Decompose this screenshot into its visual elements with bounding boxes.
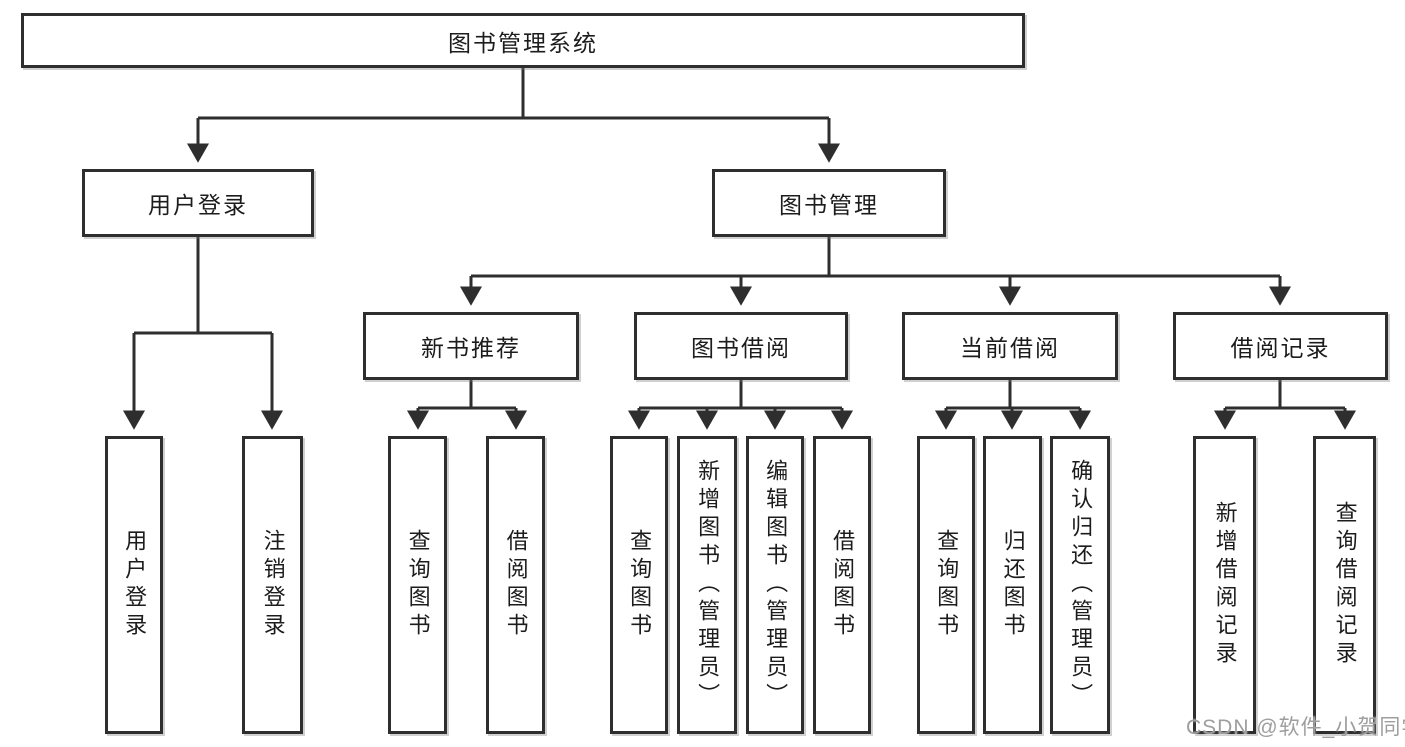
node-root-label: 图书管理系统: [448, 29, 598, 56]
node-book-borrow-label: 图书借阅: [691, 335, 791, 361]
node-new-book-recommend: 新书推荐: [363, 312, 579, 380]
leaf-confirm-return-admin: 确认归还（管理员）: [1050, 436, 1110, 734]
leaf-return-book: 归还图书: [983, 436, 1042, 734]
leaf-borrow-books-label: 借阅图书: [830, 529, 856, 641]
leaf-add-borrow-record-label: 新增借阅记录: [1212, 501, 1238, 669]
node-user-login: 用户登录: [82, 169, 314, 237]
leaf-logout-label: 注销登录: [260, 529, 286, 641]
leaf-add-borrow-record: 新增借阅记录: [1193, 436, 1256, 734]
leaf-query-books-current: 查询图书: [917, 436, 975, 734]
leaf-query-books-borrow-label: 查询图书: [627, 529, 653, 641]
node-root: 图书管理系统: [21, 13, 1025, 68]
leaf-confirm-return-admin-label: 确认归还（管理员）: [1068, 459, 1094, 711]
node-new-book-recommend-label: 新书推荐: [421, 335, 521, 361]
node-book-borrow: 图书借阅: [634, 312, 848, 380]
leaf-borrow-books: 借阅图书: [813, 436, 871, 734]
leaf-edit-book-admin: 编辑图书（管理员）: [746, 436, 804, 734]
leaf-user-login: 用户登录: [105, 436, 163, 734]
csdn-watermark: CSDN @软件_小贺同学: [1186, 716, 1405, 739]
leaf-user-login-label: 用户登录: [122, 529, 148, 641]
node-current-borrow: 当前借阅: [902, 312, 1118, 380]
leaf-return-book-label: 归还图书: [1000, 529, 1026, 641]
leaf-query-borrow-record: 查询借阅记录: [1313, 436, 1376, 734]
leaf-query-borrow-record-label: 查询借阅记录: [1332, 501, 1358, 669]
leaf-query-books-recommend: 查询图书: [388, 436, 447, 734]
node-borrow-records-label: 借阅记录: [1230, 335, 1331, 361]
leaf-logout: 注销登录: [242, 436, 303, 734]
leaf-add-book-admin-label: 新增图书（管理员）: [695, 459, 721, 711]
leaf-edit-book-admin-label: 编辑图书（管理员）: [763, 459, 789, 711]
leaf-borrow-books-recommend: 借阅图书: [486, 436, 545, 734]
node-book-management-label: 图书管理: [779, 192, 879, 218]
node-current-borrow-label: 当前借阅: [960, 335, 1060, 361]
leaf-query-books-recommend-label: 查询图书: [405, 529, 431, 641]
node-book-management: 图书管理: [712, 169, 946, 237]
leaf-query-books-borrow: 查询图书: [610, 436, 668, 734]
leaf-add-book-admin: 新增图书（管理员）: [677, 436, 737, 734]
node-borrow-records: 借阅记录: [1173, 312, 1388, 380]
node-user-login-label: 用户登录: [148, 192, 248, 218]
leaf-borrow-books-recommend-label: 借阅图书: [503, 529, 529, 641]
leaf-query-books-current-label: 查询图书: [934, 529, 960, 641]
